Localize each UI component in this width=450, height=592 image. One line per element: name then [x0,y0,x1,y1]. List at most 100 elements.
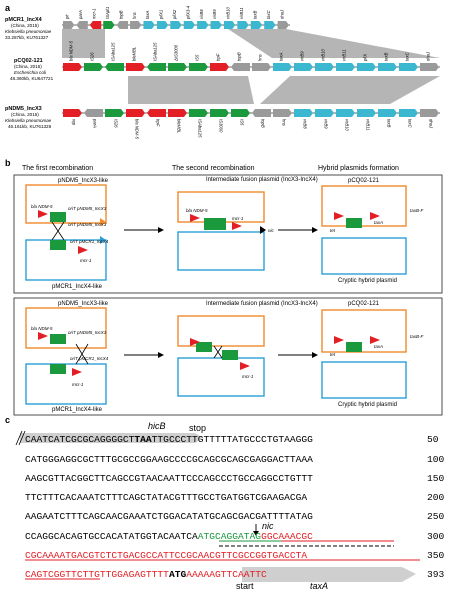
gene-arrow [420,109,439,117]
gene-arrow [103,21,115,29]
gene-label: IS26 [114,119,119,128]
cross-line-2 [51,221,65,241]
gene-arrow [183,21,196,29]
step-title-1: The first recombination [22,165,93,172]
ncl-gene-block [204,218,226,230]
taxa-label: taxA [374,220,383,225]
gene-arrow [315,63,334,71]
gene-label: taxC [408,119,413,129]
hicb-label: hicB [148,421,166,431]
gene-arrow [277,21,289,29]
gene-label: ISApl1 [105,7,110,19]
seq-line-7: CGCAAAATGACGTCTCTGACGCCATTCCGCAACGTTCGCC… [25,550,307,561]
gene-label: dnaJ [279,9,284,19]
gene-label: trpF [156,119,161,127]
seq-pos-1: 50 [427,434,439,445]
orit-x3-label: oriT pNDM5_IncX3 [68,330,107,335]
gene-label: virB11 [239,7,244,19]
mcr-label: mcr-1 [232,216,244,221]
gene-label: parA [78,10,83,20]
gene-label: taxB [252,10,257,19]
nic-arrow-head [253,531,259,536]
plasmid-x4-like-label: pMCR1_IncX4-like [52,284,103,290]
gene-label: IS26 [90,52,95,61]
gene-arrow [378,63,397,71]
gene-arrow [189,109,208,117]
gene-arrow [357,109,376,117]
gene-arrow [264,21,276,29]
gene-arrow [273,63,292,71]
plasmid-origin: (China, 2015) [11,112,39,117]
gene-label: taxC [266,9,271,19]
gene-arrow [252,63,271,71]
ncl-gene-block [222,350,238,360]
gene-arrow [250,21,263,29]
homology-band-middle-lower [128,76,254,104]
mcr-gene-arrow [232,222,242,230]
gene-arrow [197,21,209,29]
scenario-box-1 [13,174,443,294]
gene-label: dnaJ [426,51,431,61]
plasmid-label-2: pCQ02-121 (China, 2015) Escherichia coli… [10,58,54,81]
ncl-gene-block [50,334,66,344]
intermediate-orange [177,315,265,347]
gene-label: IS5 [240,119,245,126]
gene-label: taxA [145,10,150,19]
gene-label: taxC [405,51,410,61]
gene-label: virB9 [324,119,329,129]
tax-label: taxB-F [410,334,424,339]
gene-label: pilX2 [172,9,177,20]
plasmid-x3-box [25,184,107,224]
gene-arrow [170,21,182,29]
gene-arrow [63,21,75,29]
orit-x3-label: oriT pNDM5_IncX3 [68,222,107,227]
mcr-label: mcr-1 [80,258,92,263]
gene-label: virB9 [300,51,305,61]
gene-label: taxB [387,119,392,128]
product-orange [321,185,407,227]
gene-arrow [210,63,229,71]
step-title-2: The second recombination [172,165,255,172]
step-title-3: Hybrid plasmids formation [318,165,399,172]
gene-label: virB10 [226,6,231,19]
gene-label: trpF [216,53,221,61]
plasmid-size: 48.360kb, KU647721 [10,76,54,81]
arrow-head [312,352,318,358]
gene-label: virB9 [212,9,217,19]
gene-label: taxB [384,52,389,61]
gene-arrow [147,109,166,117]
plasmid-label-1: pMCR1_IncX4 (China, 2015) Klebsiella pne… [5,17,52,40]
seq-line-3: AAGCGTTACGGCTTCAGCCGTAACAATTCCCAGCCCTGCC… [25,473,313,484]
gene-label: taxA [279,52,284,61]
cryptic-label: Cryptic hybrid plasmid [338,402,397,408]
scenario-box-2 [13,297,443,416]
panel-label-c: c [5,415,10,425]
product-label: pCQ02-121 [348,178,380,184]
arrow-head [158,352,164,358]
plasmid-x3-like-label: pNDM5_IncX3-like [58,178,109,184]
orit-x4-label: oriT pMCR1_IncX4 [70,356,109,361]
seq-pos-7: 350 [427,550,445,561]
gene-arrow [156,21,169,29]
intermediate-label: Intermediate fusion plasmid (IncX3-IncX4… [206,177,318,183]
gene-label: bleMBL [177,119,182,134]
gene-arrow [231,63,250,71]
product-label: pCQ02-121 [348,301,380,307]
gene-arrow [105,109,124,117]
nic-seq-label: nic [262,521,274,531]
tax-label: taxB-F [410,208,424,213]
gene-arrow [105,63,124,71]
cross-line-2 [213,345,223,359]
nic-label: nic [268,228,275,233]
seq-pos-4: 200 [427,492,445,503]
mcr-gene-arrow [370,212,380,220]
gene-arrow [252,109,271,117]
gene-arrow [116,21,129,29]
bla-gene-arrow [334,212,344,220]
seq-line-5: AAGAATCTTTCAGCAACGAAATCTGGACATATGCAGCGAC… [25,511,313,522]
gene-arrow [168,109,187,117]
gene-arrow [89,21,102,29]
plasmid-origin: (China, 2015) [14,64,42,69]
